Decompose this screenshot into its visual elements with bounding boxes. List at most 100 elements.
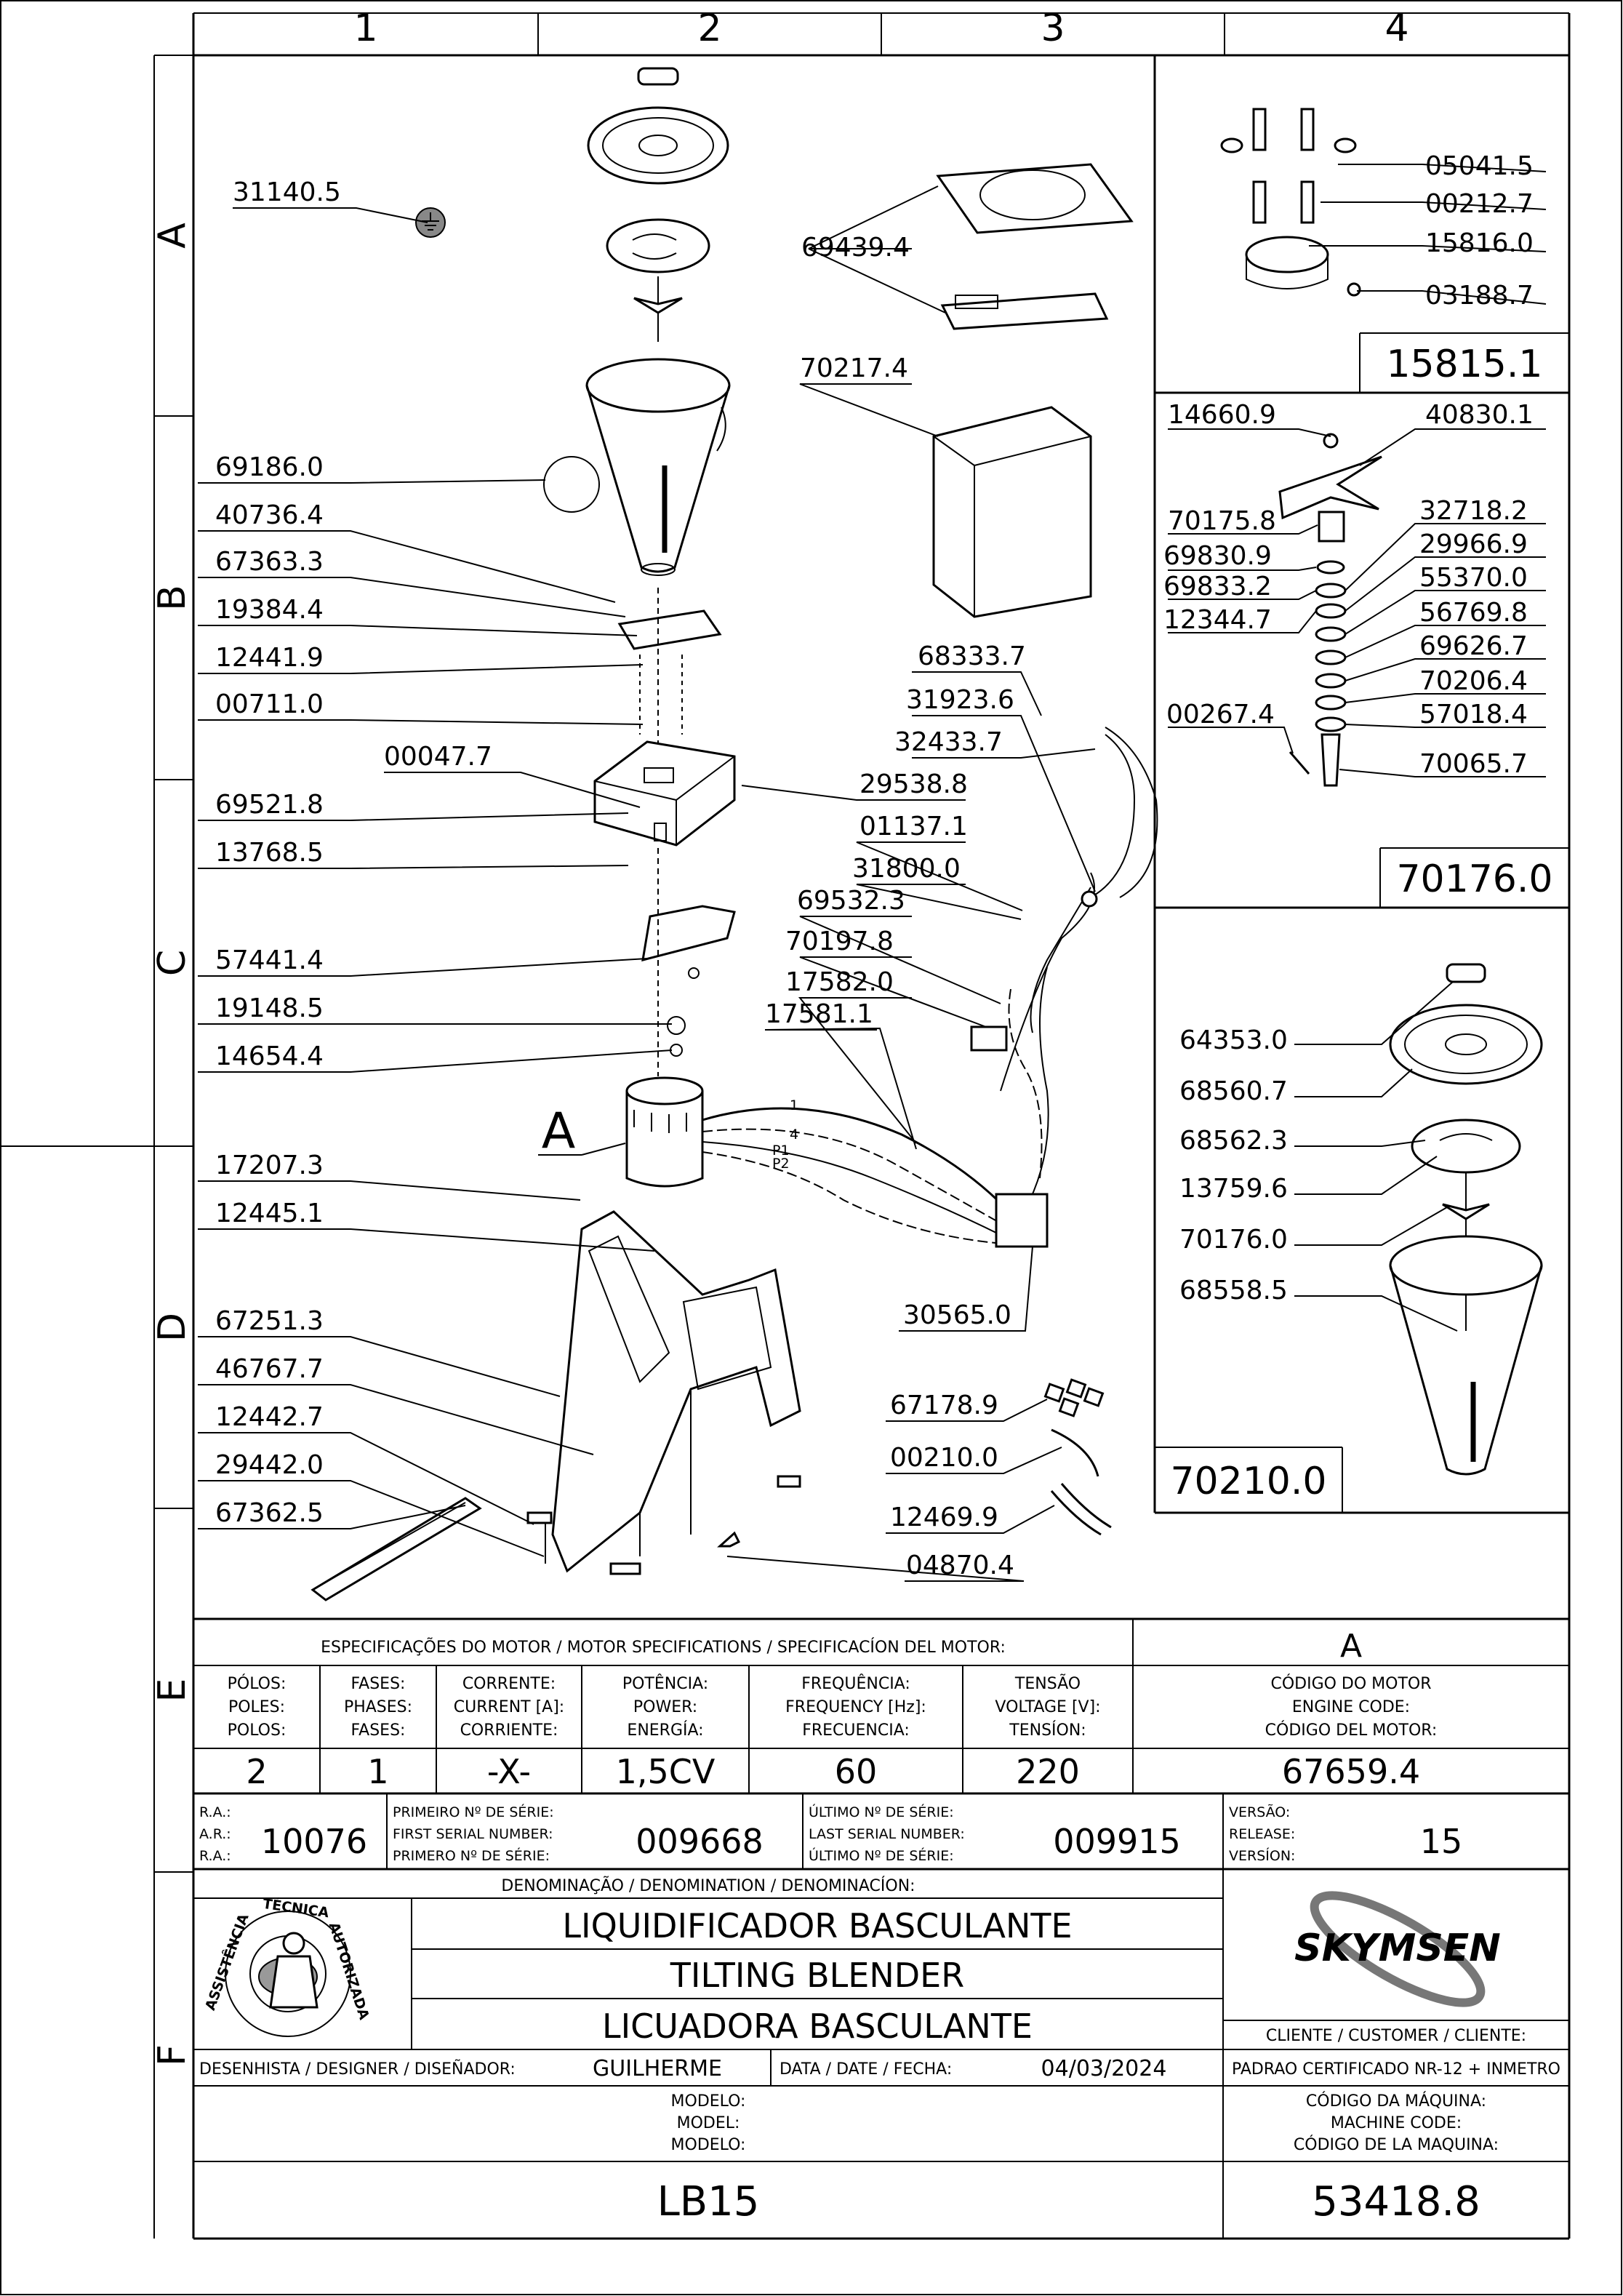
callout-label: 00212.7: [1425, 189, 1534, 219]
control-box-assembly: [932, 163, 1134, 618]
ra-label: R.A.:: [199, 1804, 231, 1820]
callout-label: 31800.0: [852, 854, 961, 884]
motor-spec-table: [193, 1617, 1569, 1795]
first-serial-value: 009668: [636, 1822, 764, 1861]
callout-label: 68558.5: [1179, 1276, 1288, 1305]
release-value: 15: [1420, 1822, 1463, 1861]
spec-label: ENERGÍA:: [627, 1721, 703, 1740]
column-label: 3: [1041, 7, 1065, 50]
wire-label: 4: [790, 1127, 798, 1143]
callout-label: 64353.0: [1179, 1025, 1288, 1055]
spec-value: -X-: [487, 1752, 531, 1791]
callout-label: 32433.7: [894, 727, 1003, 757]
callout-label: 00047.7: [384, 742, 492, 772]
spec-label: CÓDIGO DEL MOTOR:: [1265, 1721, 1438, 1740]
spec-label: ENGINE CODE:: [1292, 1698, 1410, 1716]
tilting-stand: [310, 1210, 801, 1601]
last-serial-label: ÚLTIMO Nº DE SÉRIE:: [809, 1847, 954, 1864]
spec-label: CORRENTE:: [462, 1675, 556, 1693]
model-label: MODELO:: [671, 2092, 746, 2111]
spec-label: VOLTAGE [V]:: [995, 1698, 1100, 1716]
spec-voltage: TENSÃO VOLTAGE [V]: TENSÍON: 220: [995, 1673, 1100, 1791]
designer-value: GUILHERME: [593, 2056, 722, 2081]
row-label: D: [151, 1313, 194, 1342]
blender-cup: [585, 358, 731, 576]
spec-label: PHASES:: [344, 1698, 412, 1716]
row-label: F: [151, 2044, 194, 2066]
callout-label: 19384.4: [215, 595, 324, 625]
callout-label: 29442.0: [215, 1450, 324, 1480]
row-label: B: [151, 585, 194, 611]
denomination-label: DENOMINAÇÃO / DENOMINATION / DENOMINACÍO…: [501, 1876, 915, 1895]
main-leaders: [198, 185, 1096, 1582]
callout-label: 69521.8: [215, 790, 324, 820]
motor-housing: [593, 740, 736, 847]
model-label: MODELO:: [671, 2136, 746, 2154]
spec-engine-code: CÓDIGO DO MOTOR ENGINE CODE: CÓDIGO DEL …: [1265, 1674, 1438, 1791]
spec-label: POWER:: [633, 1698, 697, 1716]
callout-label: 14654.4: [215, 1041, 324, 1071]
callout-label: 17581.1: [765, 999, 873, 1029]
callout-label: 31140.5: [233, 177, 341, 207]
callout-label: 68560.7: [1179, 1076, 1288, 1106]
column-label: 2: [697, 7, 721, 50]
motor-bracket: [641, 848, 736, 1076]
callout-label: 00210.0: [890, 1443, 998, 1473]
first-serial-label: PRIMERO Nº DE SÉRIE:: [393, 1847, 550, 1864]
spec-frequency: FREQUÊNCIA: FREQUENCY [Hz]: FRECUENCIA: …: [785, 1674, 926, 1791]
serial-row: [193, 1793, 1569, 1871]
callout-label: 14660.9: [1168, 400, 1276, 430]
loose-parts: [717, 1378, 1112, 1548]
callout-label: 69439.4: [801, 233, 910, 263]
product-name-es: LICUADORA BASCULANTE: [602, 2007, 1033, 2046]
callout-label: 70176.0: [1179, 1225, 1288, 1255]
machine-code-value: 53418.8: [1312, 2178, 1480, 2225]
callout-label: 32718.2: [1419, 496, 1528, 526]
machine-code-label: MACHINE CODE:: [1331, 2114, 1462, 2132]
callout-label: 55370.0: [1419, 563, 1528, 593]
wiring-harness: [702, 727, 1158, 1248]
callout-label: 00267.4: [1166, 700, 1275, 729]
motor: [625, 1076, 704, 1188]
callout-label: 67251.3: [215, 1306, 324, 1336]
callout-label: 13759.6: [1179, 1174, 1288, 1204]
spec-label: POTÊNCIA:: [622, 1674, 708, 1693]
detail-70176-title: 70176.0: [1396, 857, 1552, 901]
wire-label: 1: [790, 1097, 798, 1113]
grounding-symbol-icon: [415, 207, 446, 238]
designer-label: DESENHISTA / DESIGNER / DISEÑADOR:: [199, 2059, 516, 2079]
wire-label: P1: [772, 1143, 790, 1159]
column-label: 1: [353, 7, 377, 50]
callout-label: 30565.0: [903, 1300, 1011, 1330]
callout-label: 12469.9: [890, 1503, 998, 1532]
row-label: A: [151, 223, 194, 249]
spec-label: POLOS:: [228, 1721, 286, 1740]
detail-15815-title: 15815.1: [1386, 343, 1542, 386]
last-serial-value: 009915: [1053, 1822, 1181, 1861]
callout-label: 68562.3: [1179, 1126, 1288, 1156]
callout-label: 69833.2: [1163, 572, 1272, 601]
product-name-en: TILTING BLENDER: [670, 1956, 964, 1995]
motor-spec-header: ESPECIFICAÇÕES DO MOTOR / MOTOR SPECIFIC…: [321, 1637, 1006, 1657]
spec-label: TENSÃO: [1014, 1673, 1081, 1693]
callout-label: 40830.1: [1425, 400, 1534, 430]
callout-label: 04870.4: [906, 1551, 1014, 1580]
spec-phases: FASES: PHASES: FASES: 1: [344, 1675, 412, 1791]
wire-label: P2: [772, 1156, 790, 1172]
callout-label: 68333.7: [918, 641, 1026, 671]
machine-code-label: CÓDIGO DA MÁQUINA:: [1306, 2092, 1486, 2111]
spec-label: CORRIENTE:: [460, 1721, 558, 1740]
callout-label: 19148.5: [215, 993, 324, 1023]
callout-label: 00711.0: [215, 689, 324, 719]
spec-label: FREQUENCY [Hz]:: [785, 1698, 926, 1716]
spec-label: FASES:: [351, 1675, 406, 1693]
callout-label: 69626.7: [1419, 631, 1528, 661]
callout-label: 69830.9: [1163, 541, 1272, 571]
ra-value: 10076: [261, 1822, 367, 1861]
spec-label: POLES:: [228, 1698, 285, 1716]
skymsen-logo: SKYMSEN: [1294, 1891, 1501, 2007]
detail-70176-parts: [1168, 428, 1546, 787]
row-labels: A B C D E F: [151, 223, 194, 2066]
callout-label: 40736.4: [215, 500, 324, 530]
release-label: VERSÍON:: [1229, 1847, 1295, 1864]
